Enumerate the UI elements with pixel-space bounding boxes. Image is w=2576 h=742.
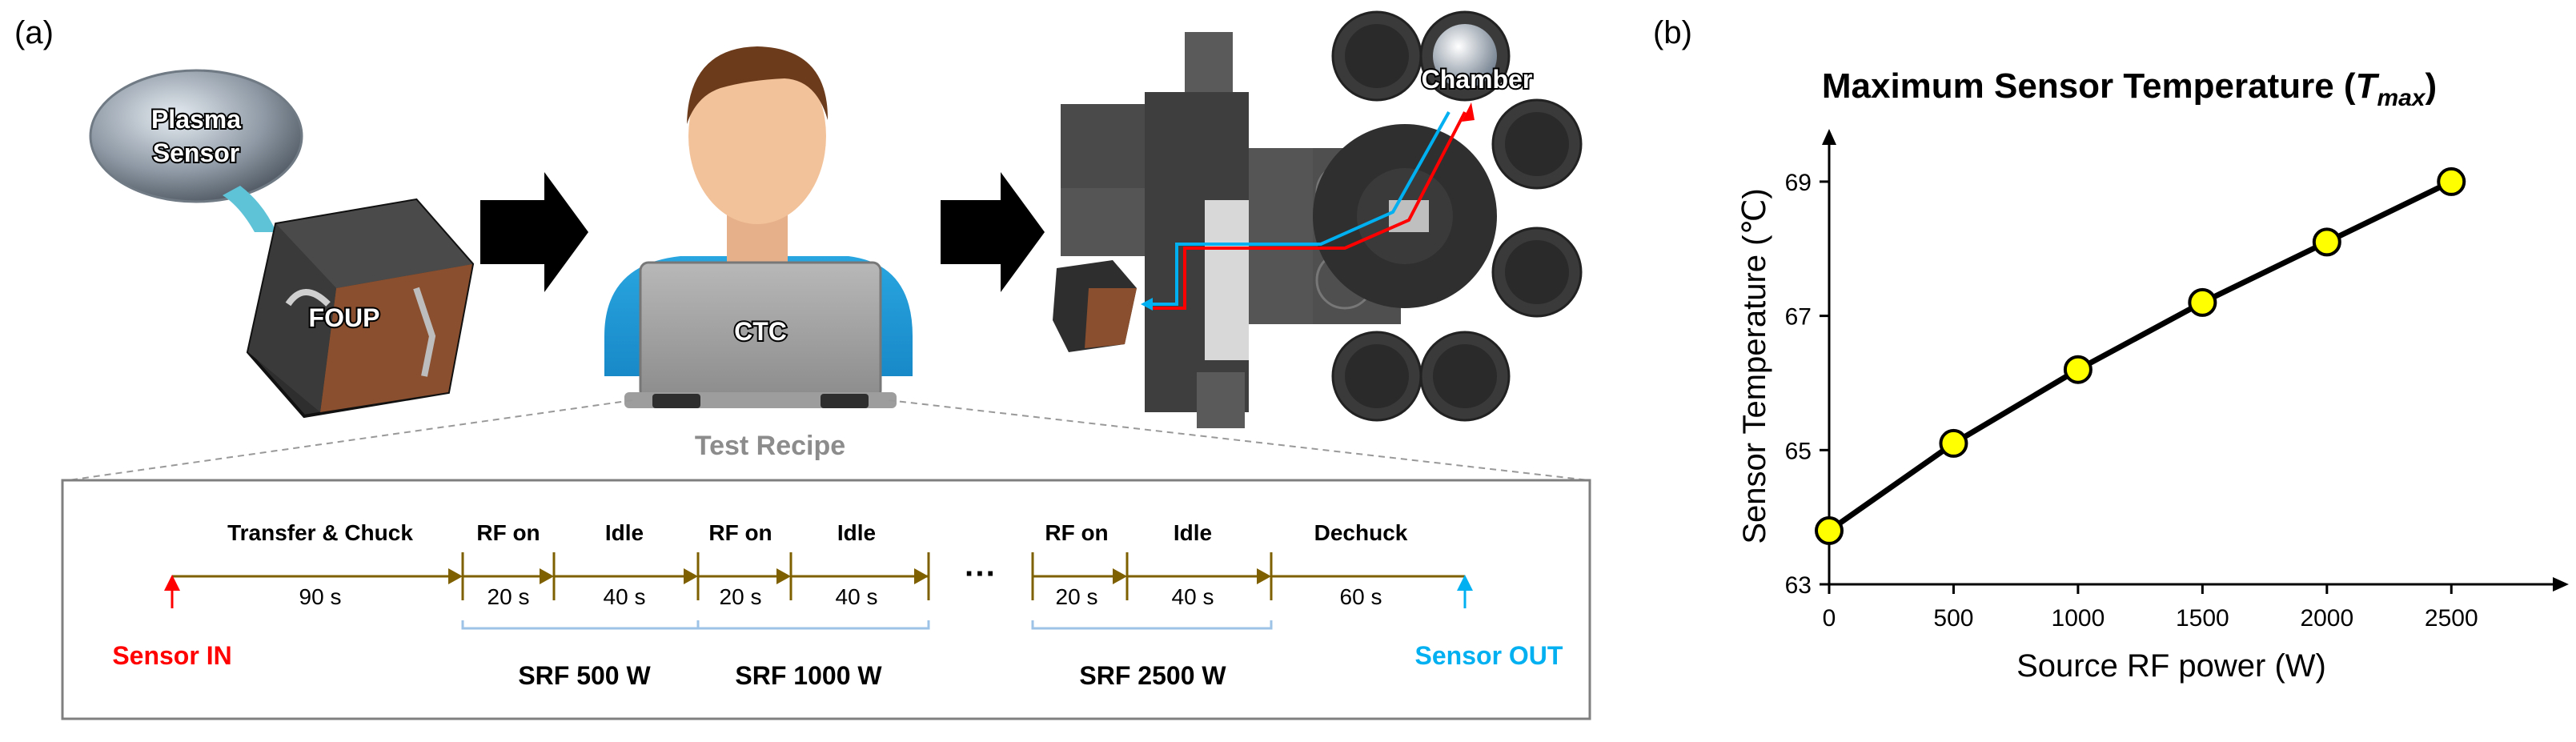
recipe-step-label: Idle <box>1174 520 1212 545</box>
data-point <box>2188 287 2217 317</box>
srf-group-label: SRF 1000 W <box>735 661 882 690</box>
data-point <box>2312 227 2341 257</box>
x-tick-label: 0 <box>1823 605 1836 632</box>
recipe-arrowheads <box>448 568 1271 584</box>
recipe-step-label: Idle <box>837 520 876 545</box>
recipe-step-label: Idle <box>605 520 644 545</box>
x-tick-label: 1500 <box>2176 605 2229 632</box>
y-axis-label: Sensor Temperature (℃) <box>1737 188 1772 543</box>
srf-group-label: SRF 500 W <box>518 661 651 690</box>
recipe-step-duration: 40 s <box>604 584 646 609</box>
zoom-guide-right <box>888 399 1590 481</box>
x-tick-label: 1000 <box>2052 605 2105 632</box>
recipe-step-duration: 40 s <box>1172 584 1214 609</box>
zoom-guide-left <box>67 399 633 481</box>
recipe-ellipsis: ··· <box>965 556 997 592</box>
foup-label: FOUP <box>309 303 380 332</box>
panel-a-label: (a) <box>14 15 54 50</box>
y-tick-label: 65 <box>1785 438 1812 464</box>
y-tick-label: 67 <box>1785 304 1812 331</box>
plasma-sensor-label-line2: Sensor <box>153 138 239 167</box>
recipe-step-label: RF on <box>708 520 772 545</box>
plasma-sensor-illustration: Plasma Sensor <box>89 69 303 232</box>
sensor-in-label: Sensor IN <box>112 641 231 670</box>
data-point <box>2437 166 2466 196</box>
recipe-step-duration: 60 s <box>1340 584 1382 609</box>
x-axis-arrowhead <box>2553 577 2569 592</box>
recipe-step-label: Transfer & Chuck <box>227 520 413 545</box>
recipe-step-label: RF on <box>476 520 540 545</box>
test-recipe-box <box>61 479 1591 720</box>
chart-title: Maximum Sensor Temperature (Tmax) <box>1822 66 2437 111</box>
x-tick-label: 2500 <box>2425 605 2478 632</box>
chamber-label: Chamber <box>1422 65 1533 94</box>
recipe-step-duration: 20 s <box>488 584 530 609</box>
recipe-step-label: Dechuck <box>1314 520 1408 545</box>
panel-b-label: (b) <box>1653 15 1692 50</box>
y-axis-arrowhead <box>1822 129 1836 145</box>
srf-group-label: SRF 2500 W <box>1079 661 1226 690</box>
sensor-in-marker <box>164 575 180 608</box>
test-recipe-label: Test Recipe <box>695 431 845 461</box>
flow-arrow-icon-1 <box>480 172 588 292</box>
x-tick-label: 500 <box>1933 605 1973 632</box>
cluster-tool-illustration <box>1053 10 1583 428</box>
series-line <box>1827 178 2453 533</box>
recipe-step-duration: 20 s <box>1056 584 1098 609</box>
recipe-step-duration: 40 s <box>836 584 878 609</box>
sensor-out-label: Sensor OUT <box>1415 641 1563 670</box>
sensor-out-marker <box>1457 575 1473 608</box>
plasma-sensor-label-line1: Plasma <box>151 105 241 134</box>
x-axis-label: Source RF power (W) <box>2016 648 2326 684</box>
recipe-step-duration: 20 s <box>720 584 762 609</box>
x-tick-label: 2000 <box>2300 605 2353 632</box>
recipe-step-label: RF on <box>1045 520 1108 545</box>
srf-group-brackets <box>461 620 1273 630</box>
y-tick-label: 63 <box>1785 572 1812 599</box>
ctc-label: CTC <box>734 317 787 346</box>
recipe-step-duration: 90 s <box>299 584 342 609</box>
y-tick-label: 69 <box>1785 170 1812 196</box>
recipe-timeline <box>172 552 1465 600</box>
ctc-operator-illustration: CTC <box>604 46 913 408</box>
foup-illustration: FOUP <box>246 198 475 419</box>
data-point <box>2063 355 2092 384</box>
data-point <box>1815 515 1844 545</box>
flow-arrow-icon-2 <box>941 172 1045 292</box>
data-point <box>1939 428 1968 458</box>
